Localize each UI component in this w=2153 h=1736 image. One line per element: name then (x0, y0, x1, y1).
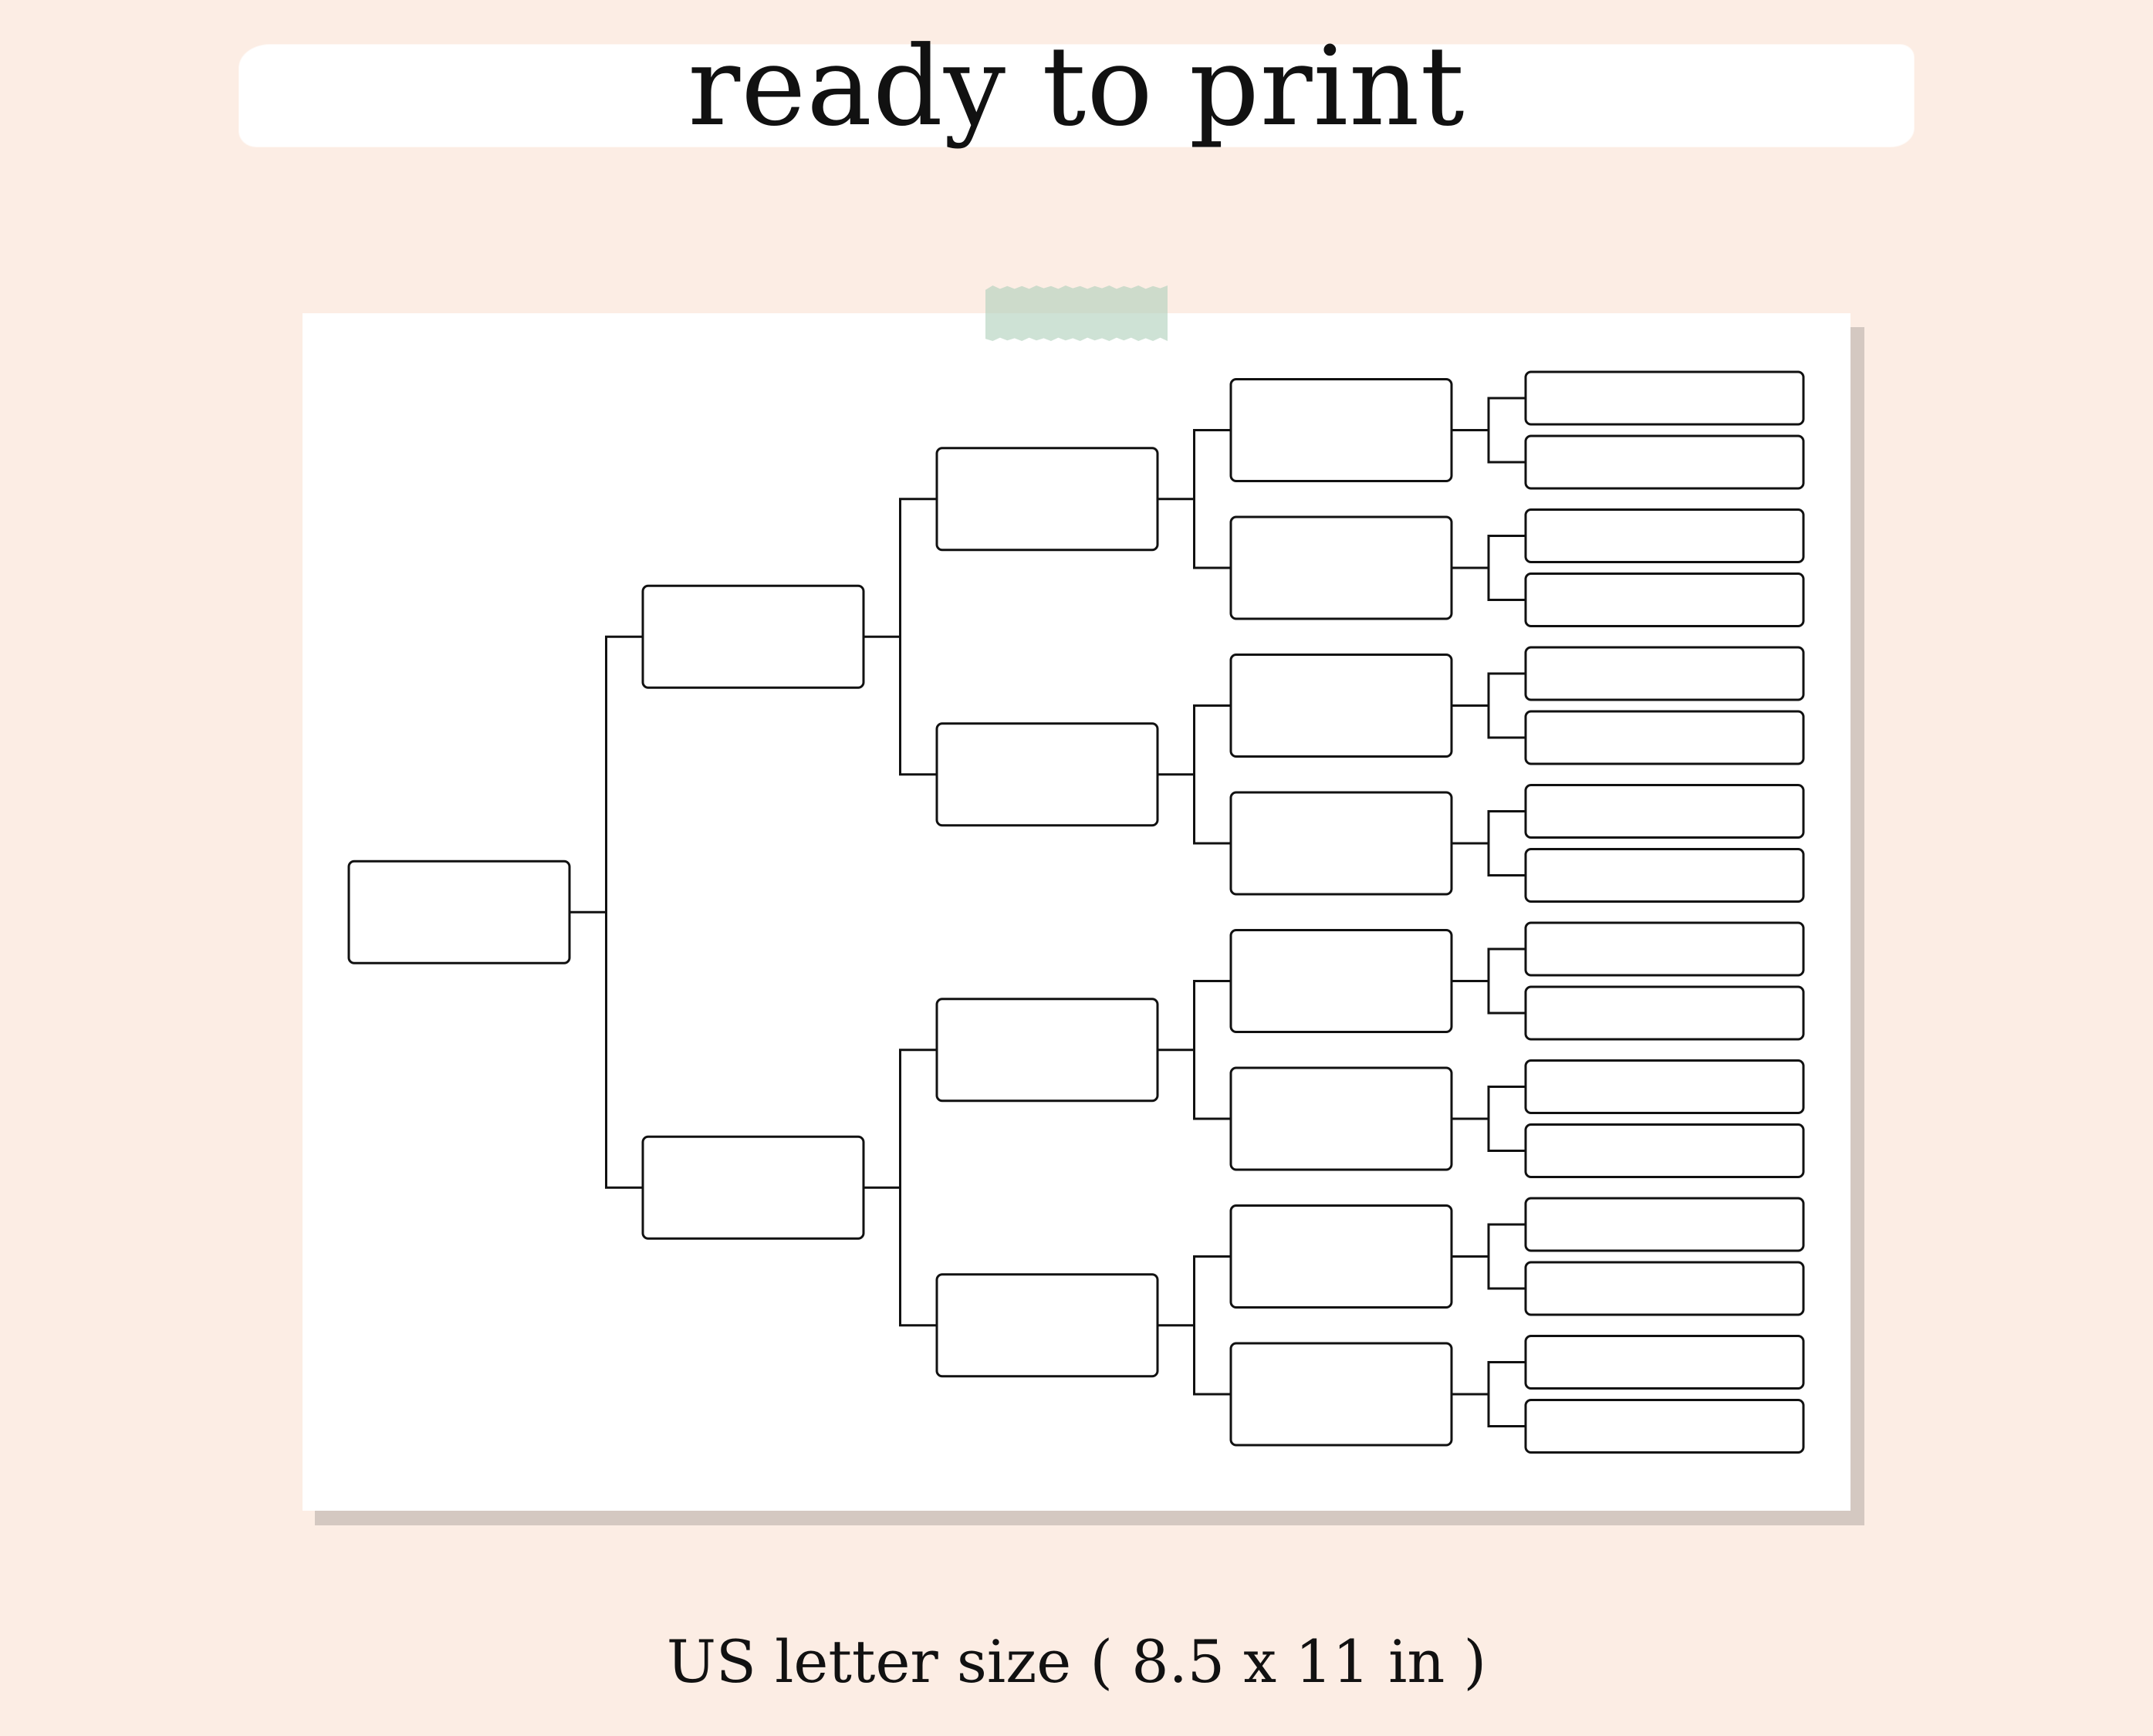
bracket-connector (1450, 397, 1527, 464)
bracket-box-gen-3 (935, 447, 1159, 552)
bracket-box-gen-5 (1524, 646, 1805, 701)
bracket-box-gen-5 (1524, 848, 1805, 903)
bracket-box-gen-4 (1229, 515, 1453, 620)
bracket-connector (1156, 1255, 1232, 1396)
bracket-box-gen-5 (1524, 508, 1805, 563)
bracket-box-gen-5 (1524, 1197, 1805, 1252)
bracket-box-gen-2 (641, 1135, 865, 1240)
bracket-box-gen-5 (1524, 985, 1805, 1041)
bracket-box-gen-4 (1229, 378, 1453, 482)
bracket-box-gen-1 (347, 860, 571, 964)
bracket-box-gen-4 (1229, 929, 1453, 1033)
bracket-connectors (568, 397, 1527, 1427)
bracket-box-gen-5 (1524, 572, 1805, 627)
bracket-connector (1450, 1086, 1527, 1152)
bracket-connector (568, 635, 644, 1189)
bracket-box-gen-4 (1229, 1204, 1453, 1309)
bracket-box-gen-5 (1524, 434, 1805, 490)
bracket-box-gen-5 (1524, 1335, 1805, 1390)
bracket-box-gen-4 (1229, 1342, 1453, 1447)
bracket-box-gen-4 (1229, 791, 1453, 896)
bracket-connector (1450, 535, 1527, 601)
bracket-box-gen-5 (1524, 921, 1805, 977)
washi-tape (985, 285, 1168, 341)
bracket-connector (1450, 1361, 1527, 1427)
bracket-box-gen-5 (1524, 710, 1805, 765)
bracket-box-gen-4 (1229, 1066, 1453, 1171)
bracket-box-gen-2 (641, 584, 865, 689)
bracket-connector (1450, 1223, 1527, 1290)
bracket-boxes (347, 370, 1805, 1454)
bracket-connector (1156, 429, 1232, 569)
title-banner (239, 45, 1914, 147)
bracket-box-gen-5 (1524, 1123, 1805, 1178)
bracket-box-gen-5 (1524, 370, 1805, 426)
bracket-connector (862, 1049, 938, 1327)
paper-size-caption: US letter size ( 8.5 x 11 in ) (666, 1627, 1487, 1696)
bracket-box-gen-3 (935, 998, 1159, 1103)
bracket-box-gen-3 (935, 1273, 1159, 1378)
bracket-box-gen-5 (1524, 784, 1805, 839)
bracket-box-gen-5 (1524, 1261, 1805, 1316)
bracket-box-gen-3 (935, 722, 1159, 827)
page-title: ready to print (688, 23, 1465, 150)
bracket-connector (1450, 947, 1527, 1015)
bracket-box-gen-5 (1524, 1399, 1805, 1454)
bracket-connector (1156, 980, 1232, 1120)
bracket-connector (1450, 672, 1527, 739)
bracket-connector (1450, 810, 1527, 876)
bracket-box-gen-5 (1524, 1059, 1805, 1114)
bracket-connector (1156, 704, 1232, 845)
bracket-box-gen-4 (1229, 654, 1453, 758)
bracket-connector (862, 498, 938, 776)
